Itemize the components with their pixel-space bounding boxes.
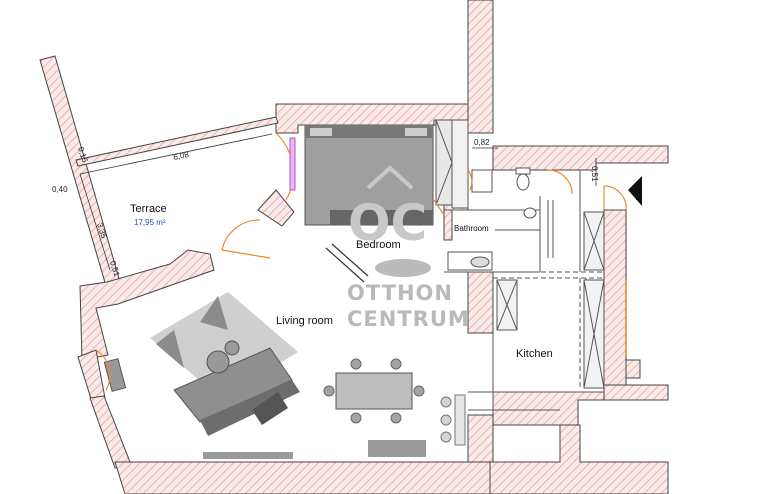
wall-terrace-bottom xyxy=(79,249,215,361)
room-labels: Terrace 17,95 m² Bedroom Bathroom Living… xyxy=(130,203,553,360)
bathroom-door xyxy=(467,169,473,191)
wall-right-bottom xyxy=(603,384,669,401)
room-terrace-area: 17,95 m² xyxy=(134,218,166,227)
coffee-table xyxy=(206,350,230,374)
wc-door xyxy=(547,169,573,195)
dining-table xyxy=(335,372,413,410)
washbasin xyxy=(523,207,537,219)
bedroom-rug xyxy=(375,259,431,277)
bathroom-sink xyxy=(470,256,490,268)
room-bathroom-name: Bathroom xyxy=(454,224,489,233)
wall-right-stub xyxy=(625,359,641,379)
bed-headboard xyxy=(305,125,433,138)
bed-pillow-left xyxy=(310,128,332,136)
door-swings xyxy=(95,132,627,391)
dim-left-2: 0,40 xyxy=(52,185,68,194)
watermark: OC OTTHON CENTRUM xyxy=(347,165,470,331)
sideboard xyxy=(368,440,426,457)
wall-kitchen-bottom xyxy=(492,391,605,426)
dimension-lines xyxy=(79,133,597,271)
hall-door xyxy=(603,185,627,211)
wall-right-top xyxy=(492,145,669,171)
wall-bottom-right xyxy=(489,424,669,494)
toilet xyxy=(516,173,530,191)
dining-chairs xyxy=(323,358,425,424)
armchair xyxy=(252,392,288,425)
cushion-2 xyxy=(156,330,184,368)
wall-bottom xyxy=(114,461,491,494)
room-living-name: Living room xyxy=(276,315,333,327)
kitchen-stools xyxy=(440,396,452,443)
bay-window-swing xyxy=(95,349,111,391)
furniture xyxy=(103,119,642,459)
watermark-line1: OTTHON xyxy=(347,281,453,305)
wall-terrace-top xyxy=(75,116,279,167)
kitchen-island xyxy=(454,394,466,446)
room-kitchen-name: Kitchen xyxy=(516,348,553,360)
dim-right-vertical: 0,51 xyxy=(590,166,599,182)
wall-right-mid xyxy=(603,209,627,386)
toilet-tank xyxy=(515,167,531,175)
bedroom-window xyxy=(289,137,296,191)
room-bedroom-name: Bedroom xyxy=(356,239,401,251)
wall-kitchen-left xyxy=(467,271,494,334)
bed-pillow-right xyxy=(405,128,427,136)
sofa-back xyxy=(200,380,300,436)
wall-bay-low xyxy=(89,395,131,469)
wall-bay xyxy=(77,349,106,403)
watermark-roof-icon xyxy=(366,165,414,190)
living-terrace-door xyxy=(221,219,261,251)
boiler-icon xyxy=(628,176,642,206)
room-terrace-name: Terrace xyxy=(130,203,167,215)
watermark-line2: CENTRUM xyxy=(347,307,470,331)
cushion-1 xyxy=(200,296,228,330)
bed-blanket xyxy=(330,210,433,225)
storage-cabinet xyxy=(451,119,469,209)
wall-corner xyxy=(257,189,295,227)
partition-lines xyxy=(325,243,369,283)
bed xyxy=(304,124,434,226)
watermark-logo: OC xyxy=(348,194,427,252)
dim-top-right: 0,82 xyxy=(474,138,490,147)
bench xyxy=(203,452,293,459)
wall-kitchen-left-low xyxy=(467,414,494,463)
walls xyxy=(39,0,669,494)
tv-cabinet xyxy=(103,358,127,392)
side-table xyxy=(224,340,240,356)
dim-terrace-length: 6,08 xyxy=(173,150,191,162)
wall-terrace-left xyxy=(39,55,121,287)
wall-top-right xyxy=(467,0,494,134)
shower-tray xyxy=(471,169,493,193)
